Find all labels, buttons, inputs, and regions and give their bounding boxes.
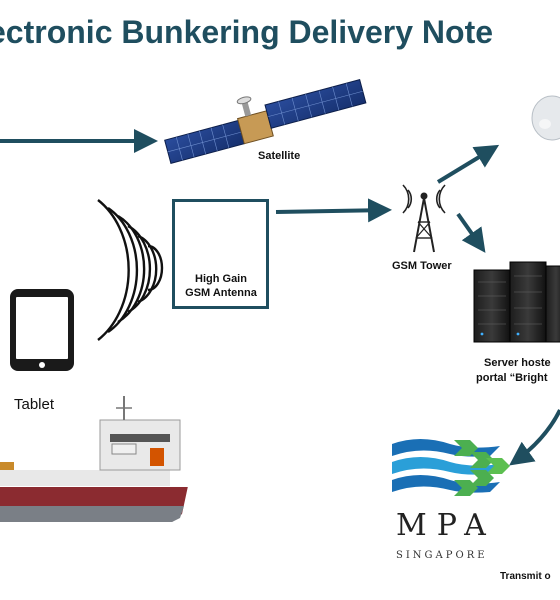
arrow-antenna-to-tower	[275, 198, 392, 223]
mpa-wordmark: MPA	[396, 508, 496, 543]
ship-icon	[0, 396, 188, 522]
cloud-icon	[531, 95, 560, 141]
satellite-icon	[164, 79, 367, 164]
antenna-label-line2: GSM Antenna	[185, 287, 257, 299]
antenna-frame	[172, 199, 269, 309]
tablet-label: Tablet	[14, 396, 55, 413]
arrows	[0, 129, 560, 466]
arrow-server-to-mpa	[509, 409, 560, 466]
server-label-line1: Server hoste	[484, 357, 551, 369]
gsm-tower-label: GSM Tower	[392, 260, 452, 272]
signal-waves-icon	[97, 199, 164, 341]
satellite-label: Satellite	[258, 150, 301, 162]
tablet-icon	[10, 289, 74, 371]
antenna-label: High Gain GSM Antenna	[174, 272, 268, 300]
transmit-label: Transmit o	[500, 571, 551, 582]
mpa-subtitle: SINGAPORE	[396, 550, 488, 561]
server-rack-icon	[473, 261, 560, 343]
diagram-title: ectronic Bunkering Delivery Note	[0, 14, 494, 50]
arrow-tower-to-cloud	[436, 144, 500, 184]
server-label-line2: portal “Bright	[476, 372, 548, 384]
gsm-tower-icon	[402, 184, 446, 253]
antenna-label-line1: High Gain	[195, 273, 247, 285]
mpa-logo-icon	[392, 439, 510, 496]
server-label: Server hoste portal “Bright	[476, 356, 551, 386]
arrow-tower-to-server	[456, 212, 486, 253]
